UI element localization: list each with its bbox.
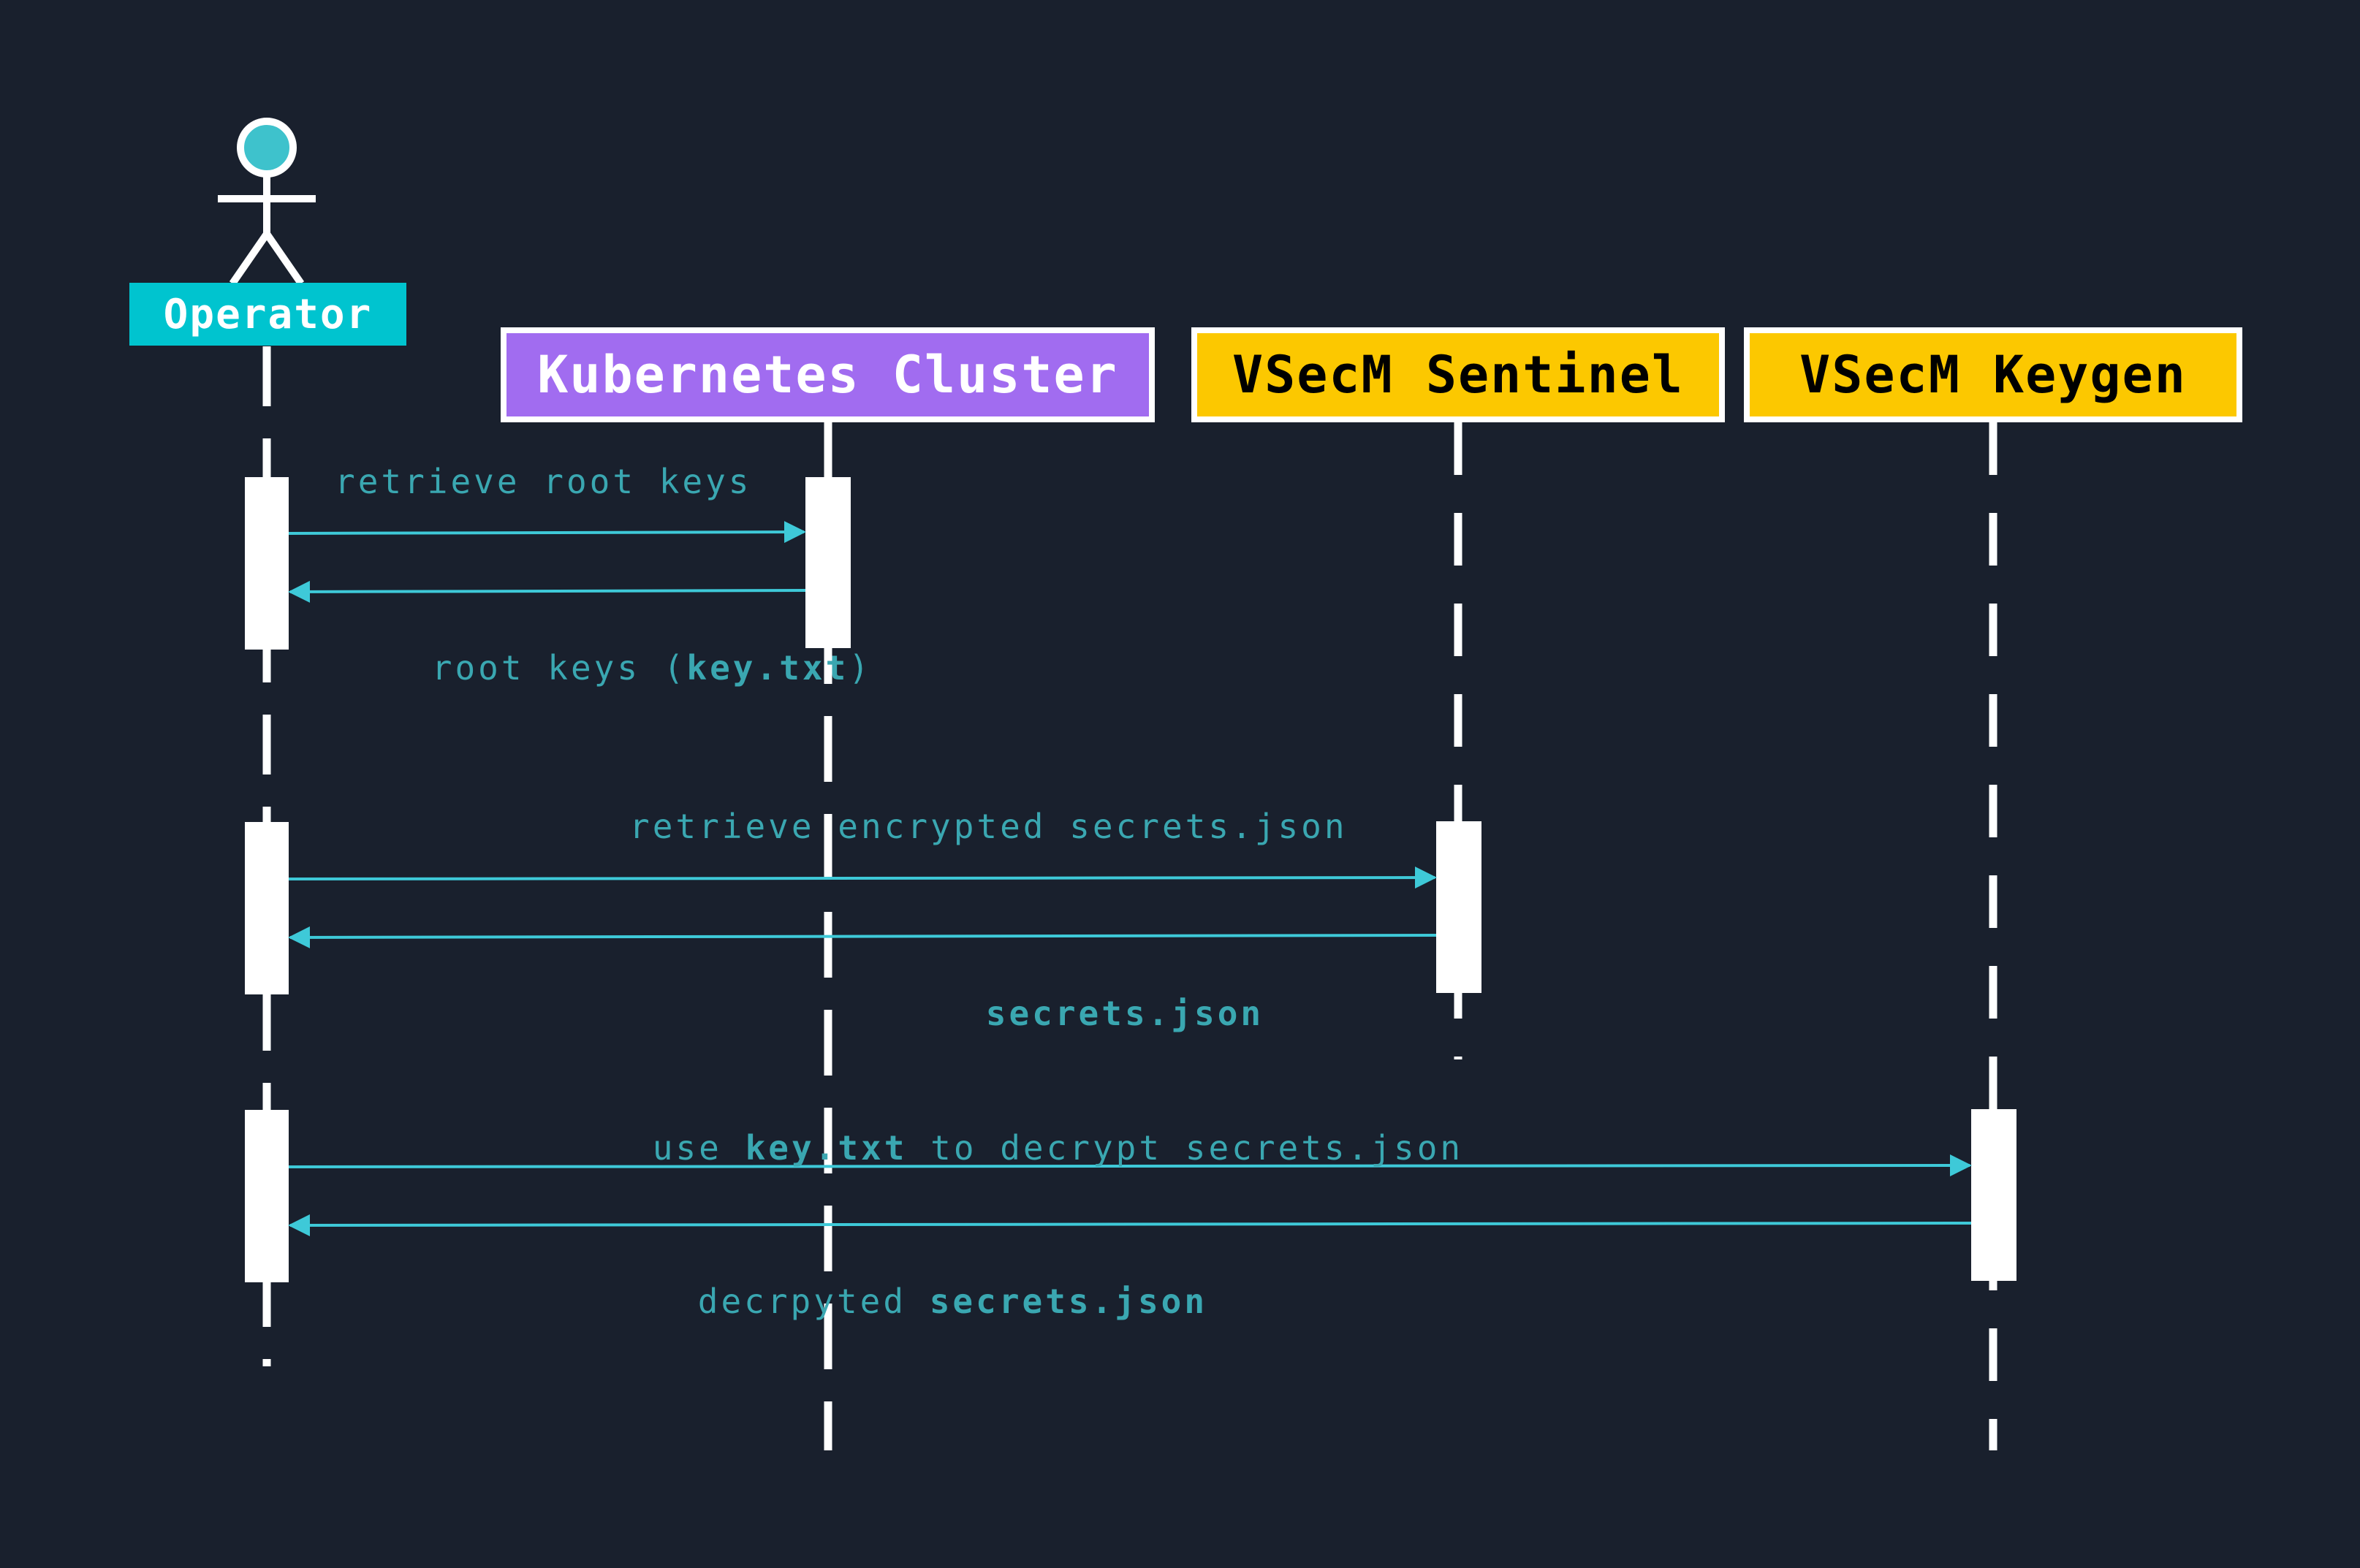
arrow-retrieve-root-keys bbox=[288, 521, 806, 544]
message-secrets-return: secrets.json bbox=[893, 963, 1264, 1064]
arrow-root-keys-return bbox=[288, 580, 806, 603]
message-text: ) bbox=[849, 648, 872, 688]
message-retrieve-root-keys: retrieve root keys bbox=[335, 462, 752, 501]
activation-kubernetes bbox=[805, 477, 851, 648]
message-decrypt-request: use key.txt to decrypt secrets.json bbox=[560, 1097, 1463, 1198]
arrow-decrypted-return bbox=[288, 1214, 1972, 1236]
activation-sentinel bbox=[1436, 821, 1481, 993]
message-text: decrpyted bbox=[697, 1282, 930, 1321]
operator-actor-icon bbox=[218, 118, 316, 286]
message-bold-text: secrets.json bbox=[985, 994, 1264, 1033]
message-text: root keys ( bbox=[431, 648, 687, 688]
activation-keygen bbox=[1971, 1109, 2016, 1281]
message-text: to decrypt secrets.json bbox=[907, 1128, 1464, 1168]
message-retrieve-encrypted-secrets: retrieve encrypted secrets.json bbox=[629, 807, 1348, 846]
message-root-keys-return: root keys (key.txt) bbox=[339, 617, 872, 718]
operator-label: Operator bbox=[129, 283, 406, 346]
message-bold-text: secrets.json bbox=[929, 1282, 1208, 1321]
message-text: use bbox=[652, 1128, 745, 1168]
arrow-secrets-return bbox=[288, 926, 1437, 948]
message-bold-text: key.txt bbox=[745, 1128, 908, 1168]
activation-operator-1 bbox=[245, 477, 289, 650]
kubernetes-cluster-box: Kubernetes Cluster bbox=[501, 327, 1155, 422]
vsecm-sentinel-box: VSecM Sentinel bbox=[1191, 327, 1725, 422]
arrow-decrypt-request bbox=[288, 1154, 1972, 1177]
message-bold-text: key.txt bbox=[686, 648, 849, 688]
arrow-retrieve-secrets bbox=[288, 867, 1437, 889]
activation-operator-3 bbox=[245, 1110, 289, 1282]
message-decrypted-return: decrpyted secrets.json bbox=[605, 1251, 1207, 1352]
activation-operator-2 bbox=[245, 822, 289, 994]
vsecm-keygen-box: VSecM Keygen bbox=[1744, 327, 2242, 422]
